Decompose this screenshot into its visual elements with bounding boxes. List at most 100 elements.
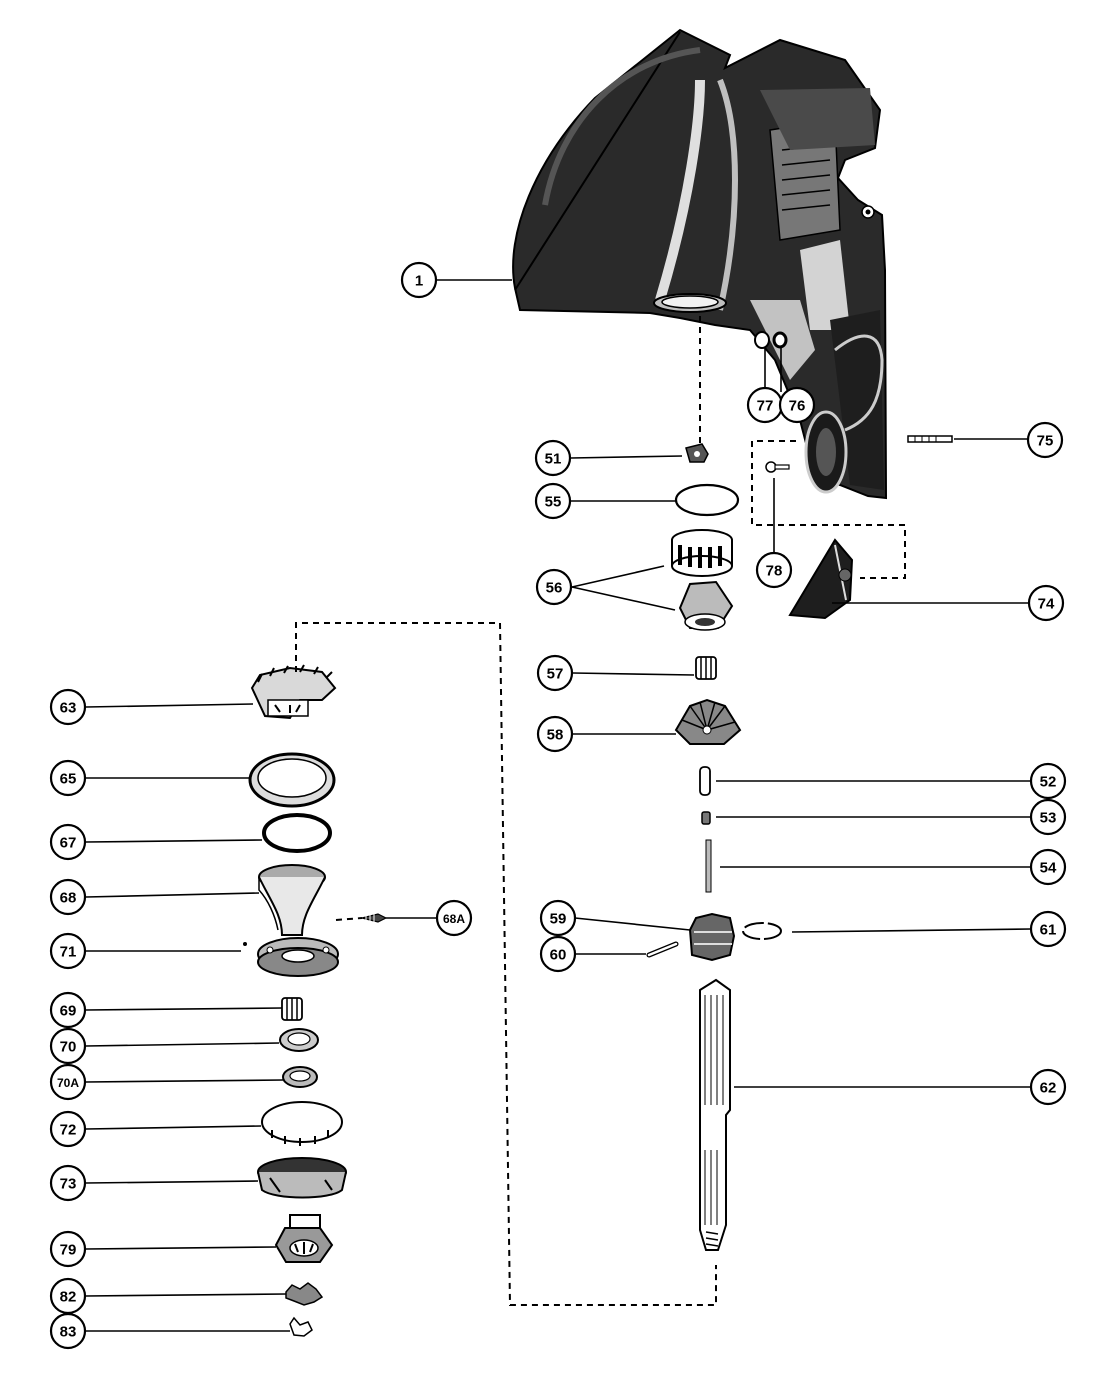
anode-74 [788, 538, 854, 620]
callout-76: 76 [778, 386, 816, 424]
callout-70: 70 [49, 1027, 87, 1065]
callout-circle [539, 899, 577, 937]
callout-label: 72 [60, 1122, 77, 1139]
callout-62: 62 [1029, 1068, 1067, 1106]
bearing-57 [695, 656, 717, 680]
callout-label: 51 [545, 451, 562, 468]
callout-circle [536, 715, 574, 753]
assembly-line-74-to-78 [751, 440, 906, 579]
callout-circle [400, 261, 438, 299]
callout-circle [435, 899, 473, 937]
callout-circle [778, 386, 816, 424]
callout-75: 75 [1026, 421, 1064, 459]
callout-68A: 68A [435, 899, 473, 937]
callout-circle [534, 482, 572, 520]
callout-label: 59 [550, 911, 567, 928]
callout-label: 68 [60, 890, 77, 907]
callout-label: 65 [60, 771, 77, 788]
callout-circle [49, 1312, 87, 1350]
callout-82: 82 [49, 1277, 87, 1315]
rod-54 [705, 839, 712, 893]
nut-83 [289, 1316, 313, 1337]
seal-70A [282, 1066, 318, 1088]
callout-60: 60 [539, 935, 577, 973]
callout-55: 55 [534, 482, 572, 520]
callout-circle [1029, 798, 1067, 836]
propeller-shaft-62 [699, 978, 731, 1251]
assembly-line-63-to-shaft [295, 622, 717, 1306]
callout-label: 70 [60, 1039, 77, 1056]
callout-label: 78 [766, 563, 783, 580]
callout-label: 75 [1037, 433, 1054, 450]
callout-circle [1029, 848, 1067, 886]
callout-circle [49, 1110, 87, 1148]
callout-52: 52 [1029, 762, 1067, 800]
callout-circle [49, 688, 87, 726]
screw-68A [361, 913, 388, 923]
callout-65: 65 [49, 759, 87, 797]
callout-label: 56 [546, 580, 563, 597]
callout-label: 69 [60, 1003, 77, 1020]
callout-label: 67 [60, 835, 77, 852]
tab-washer-82 [285, 1282, 324, 1306]
callout-label: 73 [60, 1176, 77, 1193]
callout-53: 53 [1029, 798, 1067, 836]
callout-69: 69 [49, 991, 87, 1029]
callout-51: 51 [534, 439, 572, 477]
callout-83: 83 [49, 1312, 87, 1350]
callout-circle [1029, 762, 1067, 800]
callout-circle [49, 1164, 87, 1202]
pinion-gear-58 [674, 698, 742, 745]
pin-60 [646, 941, 679, 958]
callout-label: 74 [1038, 596, 1055, 613]
callout-70A: 70A [49, 1063, 87, 1101]
spring-53 [701, 811, 711, 825]
callout-56: 56 [535, 568, 573, 606]
callout-circle [49, 878, 87, 916]
callout-circle [49, 759, 87, 797]
callout-label: 63 [60, 700, 77, 717]
screw-78 [765, 461, 790, 473]
callout-label: 61 [1040, 922, 1057, 939]
forward-gear-63 [250, 664, 337, 720]
callout-circle [49, 1027, 87, 1065]
callout-label: 1 [415, 273, 423, 290]
callout-label: 57 [547, 666, 564, 683]
callout-circle [49, 991, 87, 1029]
bearing-56 [671, 529, 734, 631]
callout-circle [1027, 584, 1065, 622]
callout-label: 55 [545, 494, 562, 511]
callout-59: 59 [539, 899, 577, 937]
pin-71 [243, 942, 247, 946]
o-ring-67 [262, 813, 332, 853]
thrust-hub-79 [274, 1214, 334, 1263]
callout-label: 79 [60, 1242, 77, 1259]
callout-circle [49, 1063, 87, 1101]
callout-circle [534, 439, 572, 477]
callout-label: 54 [1040, 860, 1057, 877]
callout-78: 78 [755, 551, 793, 589]
leader-lines [85, 279, 1032, 1332]
callout-label: 60 [550, 947, 567, 964]
callout-71: 71 [49, 932, 87, 970]
seal-70 [279, 1028, 319, 1052]
callout-circle [755, 551, 793, 589]
callout-79: 79 [49, 1230, 87, 1268]
bearing-carrier-68 [257, 864, 339, 977]
spring-61 [742, 922, 782, 940]
pin-52 [699, 766, 711, 796]
callout-58: 58 [536, 715, 574, 753]
cover-nut-73 [257, 1157, 347, 1199]
callout-circle [536, 654, 574, 692]
assembly-line-68A [335, 917, 363, 921]
callout-73: 73 [49, 1164, 87, 1202]
callout-77: 77 [746, 386, 784, 424]
callout-67: 67 [49, 823, 87, 861]
callout-circle [49, 932, 87, 970]
callout-circle [1029, 910, 1067, 948]
callout-57: 57 [536, 654, 574, 692]
callout-circle [535, 568, 573, 606]
callout-label: 77 [757, 398, 774, 415]
